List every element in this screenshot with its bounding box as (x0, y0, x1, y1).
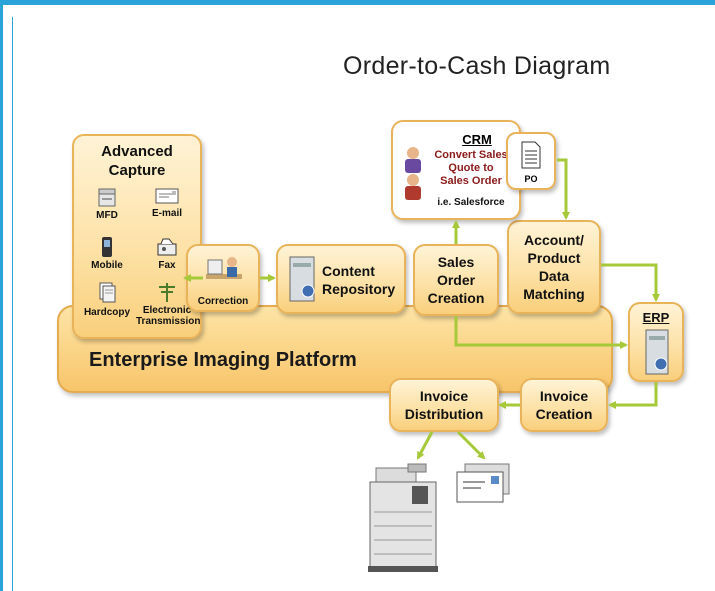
user-icon (405, 147, 421, 200)
capture-title-line2: Capture (108, 162, 166, 179)
invoice-creation-box: Invoice Creation (520, 378, 608, 432)
mobile-icon (102, 237, 112, 257)
platform-label: Enterprise Imaging Platform (89, 349, 357, 371)
crm-description: Convert Sales Quote to Sales Order (423, 149, 519, 188)
capture-item-fax: Fax (136, 236, 198, 271)
content-repository-label: Content Repository (322, 262, 395, 298)
correction-icon (206, 257, 242, 279)
capture-item-mobile: Mobile (76, 236, 138, 271)
correction-label: Correction (197, 296, 249, 307)
erp-server-icon (645, 329, 669, 375)
erp-label: ERP (642, 310, 670, 325)
capture-item-transmission: Electronic Transmission (136, 281, 201, 327)
sales-order-creation-box: Sales Order Creation (413, 244, 499, 316)
account-matching-line3: Data (538, 268, 570, 284)
printer-icon (368, 463, 438, 572)
transmission-icon (159, 283, 175, 302)
capture-item-hardcopy: Hardcopy (76, 281, 138, 318)
po-label: PO (524, 174, 538, 184)
correction-box: Correction (186, 244, 260, 312)
document-icon (521, 141, 541, 169)
capture-item-email: E-mail (136, 186, 198, 219)
envelope-icon (456, 463, 510, 503)
capture-title: Advanced Capture (74, 142, 200, 180)
hardcopy-icon (99, 282, 116, 303)
crm-line3: Sales Order (440, 175, 502, 187)
capture-item-label: Hardcopy (83, 307, 131, 318)
capture-item-label: Fax (158, 260, 176, 271)
server-icon (289, 256, 315, 302)
mfd-icon (98, 188, 116, 207)
invoice-creation-line1: Invoice (539, 388, 589, 404)
crm-line2: Quote to (448, 162, 494, 174)
capture-item-label: E-mail (151, 208, 182, 219)
sales-order-line1: Sales (437, 254, 475, 270)
content-repository-line2: Repository (322, 281, 396, 297)
invoice-distribution-line1: Invoice (419, 388, 469, 404)
account-matching-line2: Product (527, 250, 581, 266)
account-matching-line1: Account/ (524, 232, 584, 248)
email-icon (155, 188, 179, 204)
crm-title: CRM (462, 132, 492, 147)
erp-box: ERP (628, 302, 684, 382)
sales-order-line2: Order (436, 272, 476, 288)
fax-icon (157, 238, 177, 256)
invoice-creation-line2: Creation (535, 406, 593, 422)
capture-item-label: Mobile (91, 260, 123, 271)
account-product-matching-box: Account/ Product Data Matching (507, 220, 601, 314)
content-repository-box: Content Repository (276, 244, 406, 314)
content-repository-line1: Content (322, 263, 375, 279)
diagram-title: Order-to-Cash Diagram (343, 52, 611, 80)
po-box: PO (506, 132, 556, 190)
account-matching-line4: Matching (523, 286, 585, 302)
invoice-distribution-box: Invoice Distribution (389, 378, 499, 432)
sales-order-line3: Creation (427, 290, 485, 306)
advanced-capture-box: Advanced Capture MFD E-mail Mobile Fax H… (72, 134, 202, 339)
capture-title-line1: Advanced (101, 143, 173, 160)
invoice-distribution-line2: Distribution (404, 406, 484, 422)
capture-item-label: MFD (96, 210, 118, 221)
capture-item-mfd: MFD (76, 186, 138, 221)
capture-item-label: Electronic Transmission (136, 305, 201, 327)
crm-box: CRM Convert Sales Quote to Sales Order i… (391, 120, 521, 220)
crm-subtitle: i.e. Salesforce (437, 197, 505, 208)
crm-line1: Convert Sales (434, 149, 508, 161)
